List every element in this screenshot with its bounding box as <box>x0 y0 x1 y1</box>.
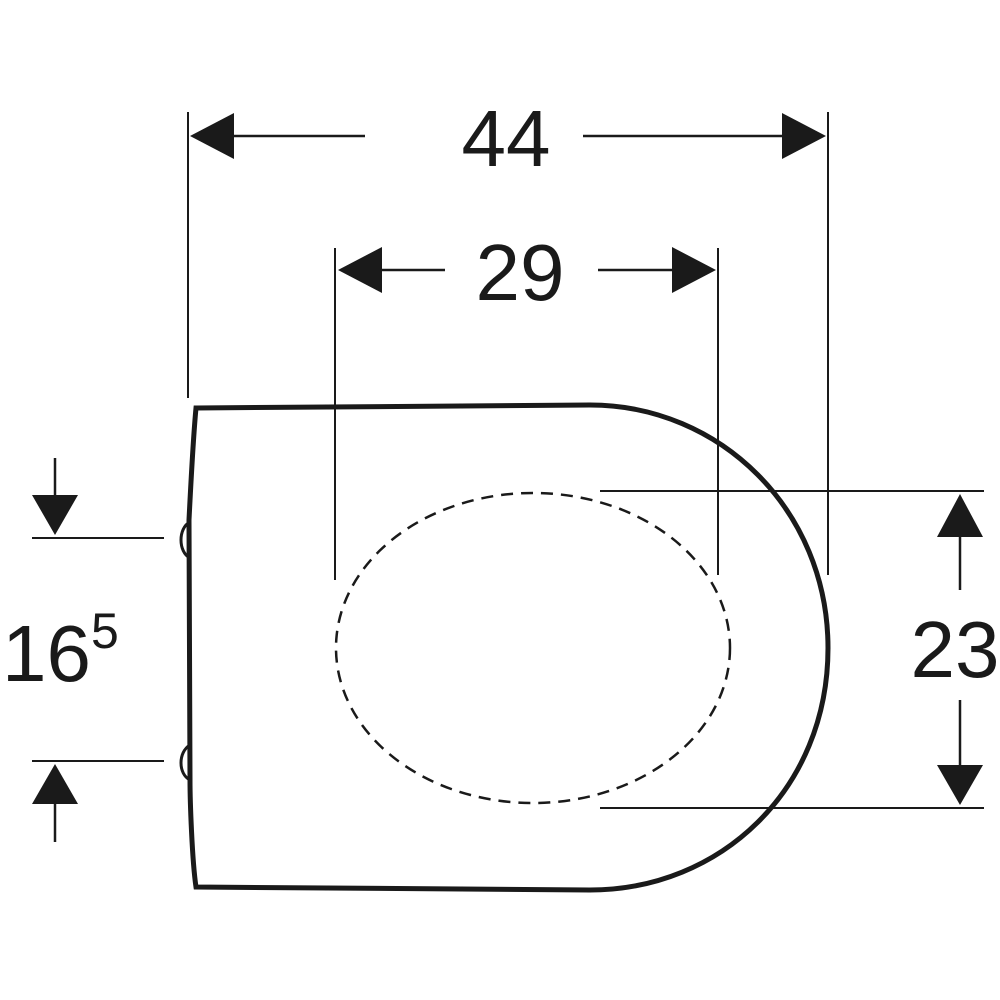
arrow-23-down-icon <box>937 765 983 805</box>
dimension-label-16-5: 165 <box>2 603 119 698</box>
inner-opening-outline <box>334 491 732 805</box>
dimension-label-16-5-main: 16 <box>2 609 91 698</box>
arrow-16-5-down-icon <box>32 495 78 535</box>
dimension-label-16-5-superscript: 5 <box>91 603 119 659</box>
arrow-29-left-icon <box>338 247 382 293</box>
arrow-44-right-icon <box>782 113 826 159</box>
hinge-top-icon <box>179 520 191 560</box>
arrow-44-left-icon <box>190 113 234 159</box>
dimension-label-23: 23 <box>911 605 1000 694</box>
arrow-16-5-up-icon <box>32 764 78 804</box>
hinge-bottom-icon <box>179 743 191 782</box>
dimension-label-29: 29 <box>476 228 565 317</box>
seat-outline <box>186 402 831 893</box>
arrow-29-right-icon <box>672 247 716 293</box>
arrow-23-up-icon <box>937 494 983 537</box>
dimension-label-44: 44 <box>462 94 551 183</box>
